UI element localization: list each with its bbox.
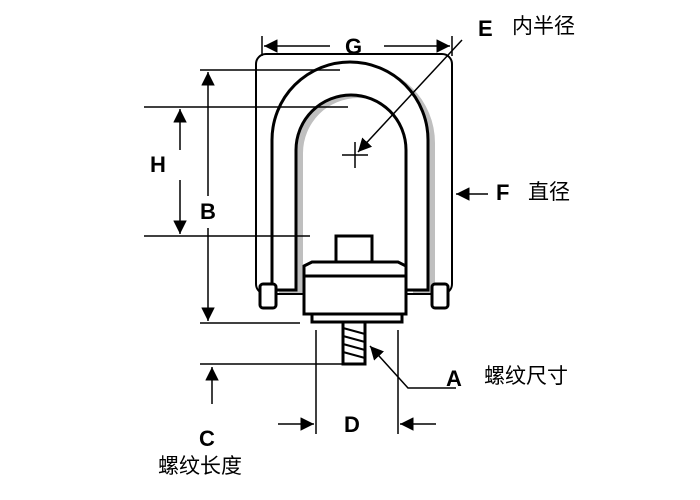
thread-length-caption: 螺纹长度 [158, 454, 242, 478]
thread-lines [342, 327, 366, 359]
center-mark [342, 142, 368, 168]
base-bushing [302, 260, 408, 316]
dimension-lines [144, 36, 488, 434]
inner-radius-caption: 内半径 [512, 14, 575, 38]
left-nub [258, 282, 278, 310]
g-label: G [345, 34, 363, 59]
b-label: B [200, 199, 216, 224]
hoist-ring-part [255, 53, 453, 366]
c-label: C [199, 426, 215, 451]
right-nub [430, 282, 450, 310]
thread-size-caption: 螺纹尺寸 [484, 364, 568, 388]
bail [270, 60, 430, 292]
e-label: E [478, 16, 493, 41]
a-label: A [446, 366, 462, 391]
a-leader [369, 345, 456, 389]
diameter-caption: 直径 [528, 180, 570, 204]
h-label: H [150, 152, 166, 177]
d-label: D [344, 412, 360, 437]
e-leader [357, 39, 463, 153]
f-label: F [496, 180, 510, 205]
